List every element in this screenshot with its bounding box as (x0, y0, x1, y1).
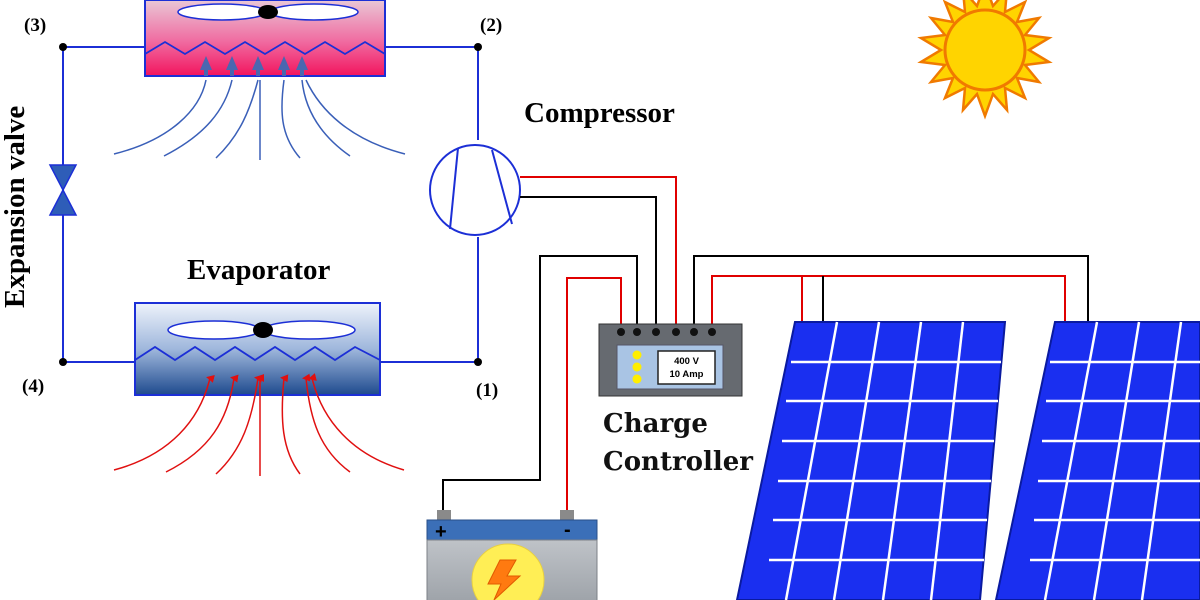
node-label-3: (3) (24, 15, 46, 36)
node-dot-3 (59, 43, 67, 51)
charge-controller-label-line2: Controller (603, 447, 753, 477)
loop-nodes (59, 43, 482, 366)
controller-current: 10 Amp (670, 369, 704, 380)
lightning-bolt-icon (471, 543, 545, 600)
compressor-label: Compressor (524, 97, 675, 129)
node-dot-4 (59, 358, 67, 366)
evaporator-label: Evaporator (187, 254, 331, 286)
battery-terminal-positive (437, 510, 451, 521)
node-label-4: (4) (22, 376, 44, 397)
controller-display (657, 350, 716, 385)
compressor (429, 144, 521, 236)
condenser-coil (144, 40, 386, 56)
solar-panel-left (735, 321, 1007, 600)
node-label-2: (2) (480, 15, 502, 36)
positive-wires (520, 176, 1066, 510)
condenser-fan-icon (177, 3, 359, 21)
controller-terminals (617, 328, 716, 336)
node-dot-2 (474, 43, 482, 51)
solar-panel-right (994, 321, 1200, 600)
node-label-1: (1) (476, 380, 498, 401)
node-dot-1 (474, 358, 482, 366)
controller-voltage: 400 V (674, 356, 699, 367)
sun-icon (917, 0, 1053, 120)
condenser-airflow-arrows (200, 56, 308, 76)
battery-terminal-negative (560, 510, 574, 521)
negative-wires (442, 196, 1089, 510)
battery-positive-sign: + (435, 521, 447, 543)
battery-negative-sign: - (564, 519, 571, 541)
evaporator-air-streams (113, 373, 405, 476)
expansion-valve (48, 164, 78, 216)
evaporator-fan-icon (167, 320, 356, 340)
evaporator-coil (134, 345, 381, 362)
charge-controller-label-line1: Charge (603, 409, 708, 439)
condenser-unit (144, 0, 386, 77)
charge-controller: 400 V 10 Amp (598, 323, 743, 397)
controller-indicator-leds (632, 350, 642, 384)
battery (426, 510, 598, 600)
condenser-air-streams (113, 79, 406, 160)
expansion-valve-label: Expansion valve (0, 106, 31, 308)
